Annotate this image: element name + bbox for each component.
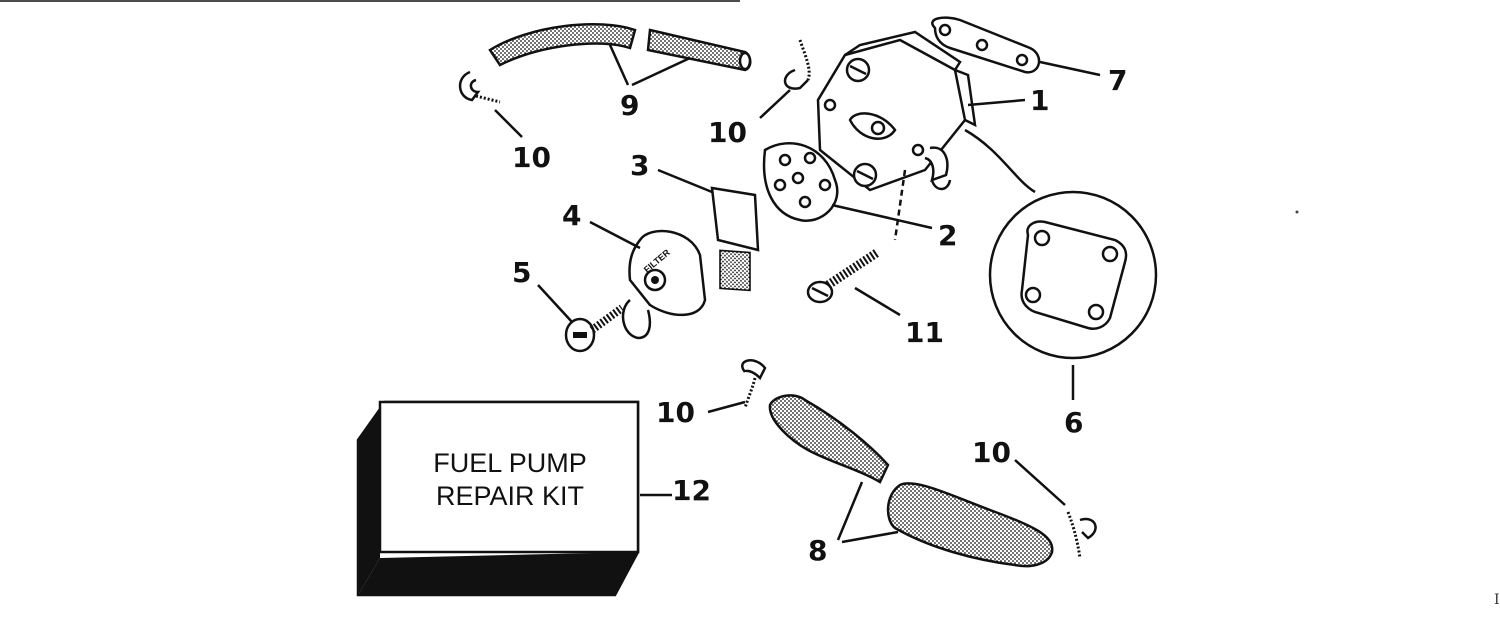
clamp-icon-lower-right xyxy=(1066,511,1097,559)
cover-nipple xyxy=(621,299,652,340)
filter-cover-part-4: FILTER xyxy=(621,229,707,340)
leader-9a xyxy=(608,44,630,86)
clamp-icon-lower-middle xyxy=(741,359,767,409)
leader-10d xyxy=(1014,459,1066,506)
pump-nipple xyxy=(924,146,949,183)
clamp-icon-upper-middle xyxy=(783,39,811,90)
leader-5 xyxy=(537,284,573,323)
kit-label-line-1: FUEL PUMP xyxy=(433,448,587,478)
callout-1: 1 xyxy=(1030,84,1049,117)
stray-dot xyxy=(1295,210,1299,214)
margin-mark: I xyxy=(1494,592,1500,608)
callout-9: 9 xyxy=(620,89,639,122)
callout-4: 4 xyxy=(562,199,581,232)
leader-4 xyxy=(589,220,641,250)
thumb-screw-part-5 xyxy=(564,304,625,353)
leader-9b xyxy=(631,56,691,87)
callout-10b: 10 xyxy=(708,116,747,149)
callout-10c: 10 xyxy=(656,396,695,429)
callout-7: 7 xyxy=(1108,64,1127,97)
callout-5: 5 xyxy=(512,256,531,289)
diaphragm-part-2 xyxy=(762,142,839,223)
clamp-icon-upper-left xyxy=(458,70,501,104)
hose-segment-right xyxy=(646,28,752,72)
kit-label-line-2: REPAIR KIT xyxy=(436,481,584,511)
callout-12: 12 xyxy=(672,474,711,507)
fuel-pump-body-part-1 xyxy=(816,30,977,192)
callout-10a: 10 xyxy=(512,141,551,174)
leader-11 xyxy=(854,286,901,317)
callout-10d: 10 xyxy=(972,436,1011,469)
leader-10c xyxy=(707,400,746,414)
gasket-detail-circle-part-6 xyxy=(964,128,1158,360)
leader-8a xyxy=(836,481,864,541)
assembly-dashed-line xyxy=(893,169,907,241)
gasket-plate-part-7 xyxy=(931,16,1041,74)
callout-3: 3 xyxy=(630,149,649,182)
callout-8: 8 xyxy=(808,534,827,567)
filter-screen-part-3 xyxy=(710,186,760,292)
screw-part-11 xyxy=(806,248,881,304)
leader-10b xyxy=(759,89,791,119)
callout-2: 2 xyxy=(938,219,957,252)
hose-segment-left xyxy=(488,23,637,67)
leader-10a xyxy=(494,109,523,138)
repair-kit-box-part-12 xyxy=(356,400,640,597)
leader-2 xyxy=(831,203,933,230)
upper-fuel-hose-part-9 xyxy=(488,23,752,72)
callout-11: 11 xyxy=(905,316,944,349)
lower-fuel-hose-part-8 xyxy=(768,394,1054,568)
leader-1 xyxy=(967,98,1026,107)
leader-8b xyxy=(841,530,899,544)
leader-7 xyxy=(1039,60,1101,77)
hose-end xyxy=(738,51,752,71)
callout-6: 6 xyxy=(1064,406,1083,439)
leader-3 xyxy=(657,168,713,194)
